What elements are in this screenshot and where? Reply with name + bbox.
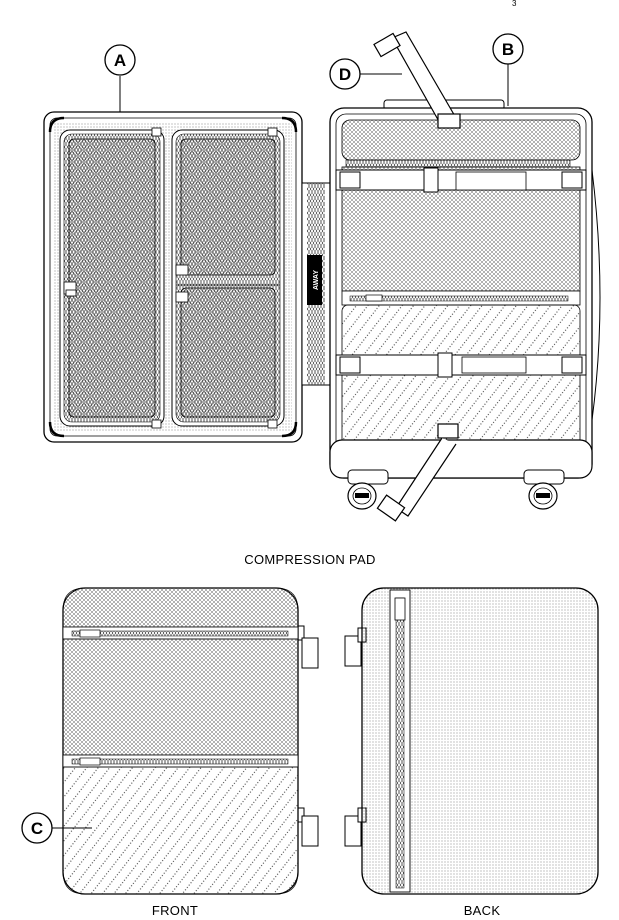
callout-a: A	[104, 44, 136, 112]
page-number: 3	[512, 0, 517, 8]
callout-d: D	[329, 58, 402, 90]
brand-tag: AWAY	[307, 255, 322, 305]
callout-b: B	[492, 33, 524, 106]
svg-text:C: C	[31, 819, 43, 838]
compression-pad-back	[344, 587, 599, 895]
svg-text:B: B	[502, 40, 514, 59]
back-label: BACK	[463, 903, 501, 918]
callout-c: C	[21, 812, 92, 844]
compression-pad-front	[62, 587, 319, 895]
svg-text:D: D	[339, 65, 351, 84]
compression-strap-bottom	[376, 423, 459, 522]
compression-pad-title: COMPRESSION PAD	[244, 552, 376, 567]
svg-text:A: A	[114, 51, 126, 70]
left-shell-lid	[43, 111, 303, 443]
wheels	[347, 482, 558, 510]
front-label: FRONT	[151, 903, 199, 918]
right-shell-body	[329, 99, 601, 485]
compression-strap-top	[373, 31, 461, 129]
svg-text:AWAY: AWAY	[313, 270, 320, 290]
